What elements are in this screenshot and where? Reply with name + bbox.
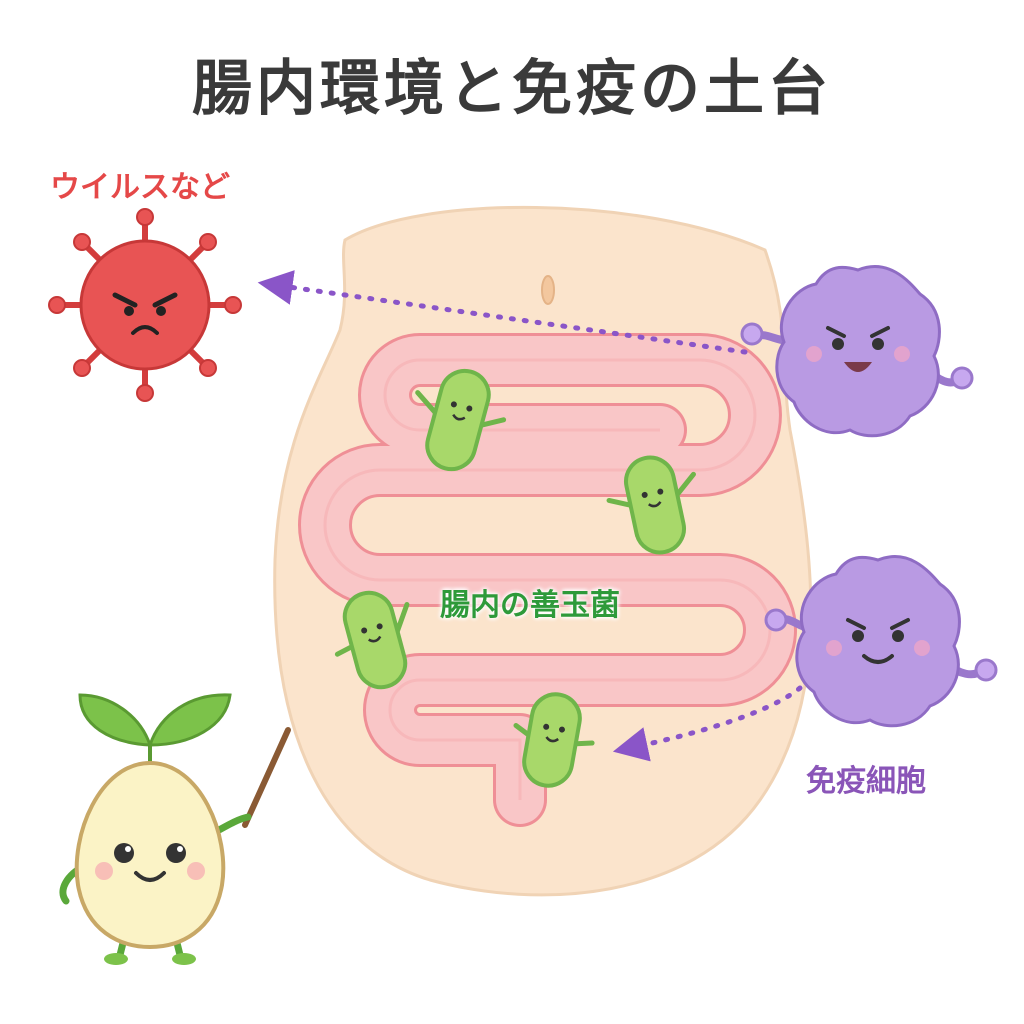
intestine [298,333,797,827]
arrow-immune-to-intestine [612,685,803,762]
page-title: 腸内環境と免疫の土台 [192,54,832,124]
bacteria-icon [334,590,410,690]
virus-label: ウイルスなど [50,170,230,205]
immune-cell-icon [740,265,974,438]
immune-cell-icon [764,555,998,728]
bacteria-icon [606,455,696,555]
virus-icon [48,208,242,402]
bacteria-label: 腸内の善玉菌 [440,588,620,623]
seed-mascot-icon [59,693,291,965]
bacteria-icon [513,692,595,788]
immune-cells-label: 免疫細胞 [806,764,926,799]
navel [541,275,555,305]
bacteria-icon [415,368,507,472]
pointer-stick-icon [242,727,291,828]
arrow-immune-to-virus [257,270,748,355]
